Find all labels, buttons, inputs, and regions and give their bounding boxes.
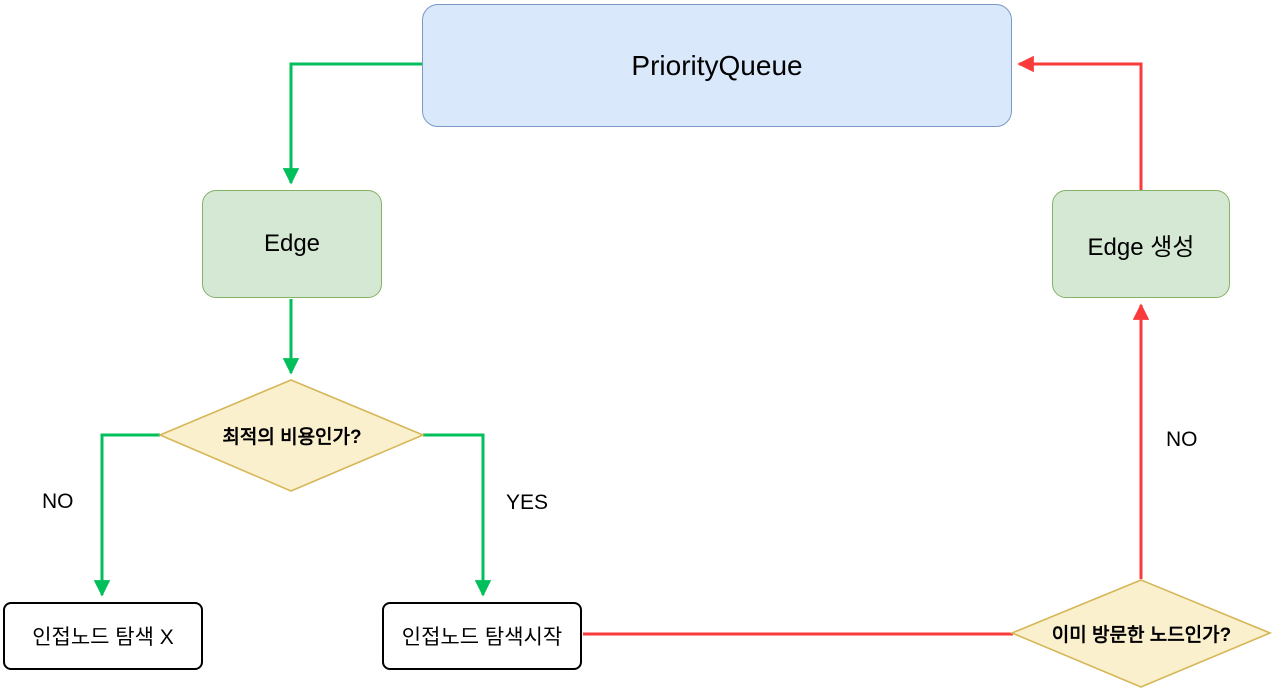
decision-optimal-cost-label: 최적의 비용인가? bbox=[222, 427, 362, 448]
arrow-optimal-cost-yes-to-search-start bbox=[423, 433, 492, 597]
decision-visited-shape bbox=[1009, 579, 1273, 688]
edge-label-yes: YES bbox=[506, 491, 549, 514]
edge-create-node: Edge 생성 bbox=[1052, 190, 1230, 298]
edge-create-label: Edge 생성 bbox=[1087, 233, 1195, 261]
arrow-edge-create-to-priorityqueue bbox=[1017, 55, 1143, 190]
priority-queue-node: PriorityQueue bbox=[422, 4, 1012, 127]
decision-optimal-cost-shape bbox=[157, 379, 426, 492]
decision-visited-label: 이미 방문한 노드인가? bbox=[1051, 625, 1232, 646]
arrow-priorityqueue-to-edge bbox=[282, 62, 422, 185]
search-skip-node: 인접노드 탐색 X bbox=[3, 602, 203, 670]
edge-node: Edge bbox=[202, 190, 382, 298]
arrow-optimal-cost-no-to-search-skip bbox=[93, 433, 160, 597]
priority-queue-label: PriorityQueue bbox=[631, 49, 803, 81]
search-skip-label: 인접노드 탐색 X bbox=[32, 626, 174, 649]
edge-label-no-left: NO bbox=[42, 490, 74, 513]
search-start-node: 인접노드 탐색시작 bbox=[382, 602, 582, 670]
search-start-label: 인접노드 탐색시작 bbox=[401, 626, 563, 649]
edge-label: Edge bbox=[263, 230, 321, 257]
edge-label-no-right: NO bbox=[1166, 428, 1198, 451]
